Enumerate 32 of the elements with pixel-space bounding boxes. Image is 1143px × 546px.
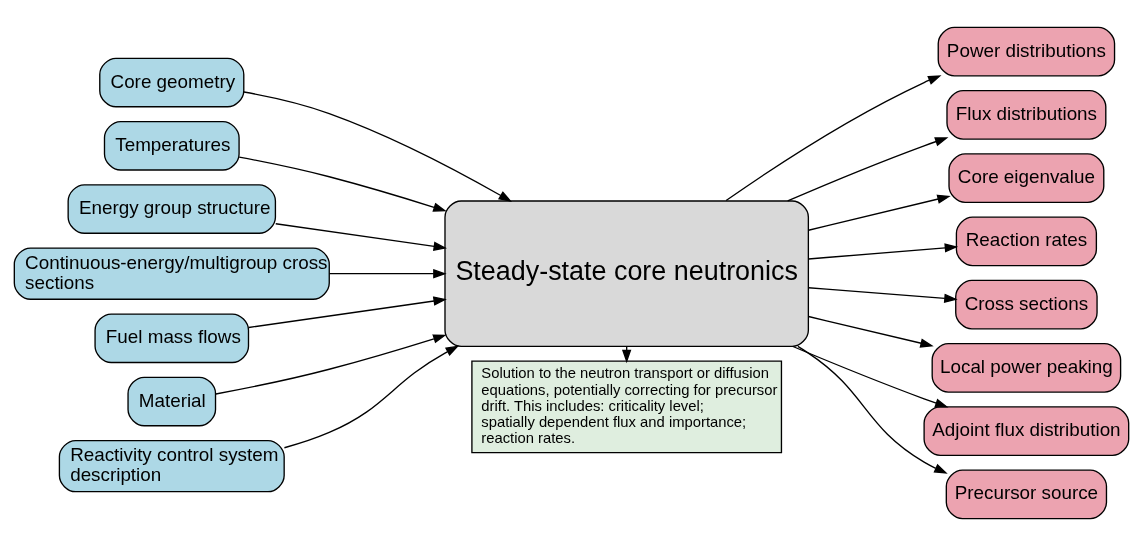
node-box: Core geometry bbox=[99, 57, 245, 108]
node-box: Continuous-energy/multigroup cross sections bbox=[13, 247, 330, 300]
node-box: Temperatures bbox=[103, 120, 240, 171]
arrow bbox=[807, 315, 934, 348]
arrow bbox=[807, 194, 951, 231]
node-box: Reactivity control system description bbox=[58, 439, 285, 493]
node-box: Material bbox=[127, 376, 217, 427]
arrow bbox=[283, 345, 460, 449]
node-box: Power distributions bbox=[937, 26, 1116, 77]
arrow bbox=[725, 75, 942, 202]
arrow bbox=[215, 334, 447, 395]
node-box: Flux distributions bbox=[946, 89, 1107, 140]
arrow bbox=[807, 243, 959, 260]
arrow bbox=[238, 156, 447, 212]
node-box: Core eigenvalue bbox=[948, 153, 1105, 203]
node-box: Cross sections bbox=[955, 279, 1098, 330]
arrow bbox=[243, 91, 513, 202]
node-box: Fuel mass flows bbox=[94, 313, 250, 364]
node-box: Solution to the neutron transport or diffusion equations, potentially correcting for precursor drift. This includes: criticality level; spatially dependent flux and importance; reaction rates. bbox=[471, 360, 783, 454]
arrow bbox=[328, 268, 447, 279]
node-box: Energy group structure bbox=[67, 184, 277, 234]
node-box: Precursor source bbox=[945, 469, 1108, 520]
node-box: Adjoint flux distribution bbox=[923, 406, 1130, 457]
node-box: Local power peaking bbox=[931, 343, 1122, 393]
arrow bbox=[275, 223, 447, 251]
arrow bbox=[792, 345, 949, 408]
node-box: Reaction rates bbox=[955, 216, 1098, 267]
arrow bbox=[807, 287, 958, 304]
arrow bbox=[248, 296, 447, 329]
arrow bbox=[797, 345, 948, 474]
node-box: Steady-state core neutronics bbox=[444, 200, 810, 348]
arrow bbox=[787, 137, 949, 202]
